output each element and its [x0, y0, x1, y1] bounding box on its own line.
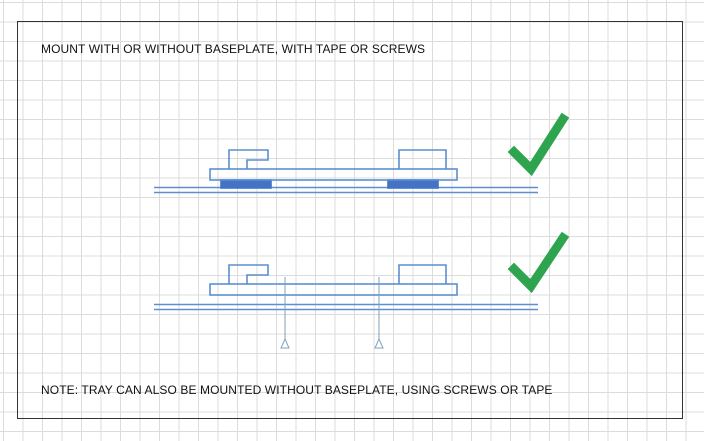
mount-with-screws — [154, 264, 538, 349]
screw — [280, 277, 290, 349]
left-clip — [228, 149, 269, 169]
right-clip — [398, 149, 447, 169]
checkmark-icon — [507, 231, 570, 294]
screw — [374, 277, 384, 349]
baseplate — [209, 283, 458, 296]
diagram-note-caption: NOTE: TRAY CAN ALSO BE MOUNTED WITHOUT B… — [41, 383, 553, 397]
tape-strip — [387, 179, 439, 189]
diagram-caption-top: MOUNT WITH OR WITHOUT BASEPLATE, WITH TA… — [41, 42, 426, 56]
mount-with-tape — [154, 149, 538, 194]
left-clip — [228, 264, 269, 284]
baseplate — [209, 168, 458, 181]
tape-strip — [220, 179, 272, 189]
diagram-frame — [17, 21, 683, 419]
right-clip — [398, 264, 447, 284]
checkmark-icon — [507, 112, 570, 177]
